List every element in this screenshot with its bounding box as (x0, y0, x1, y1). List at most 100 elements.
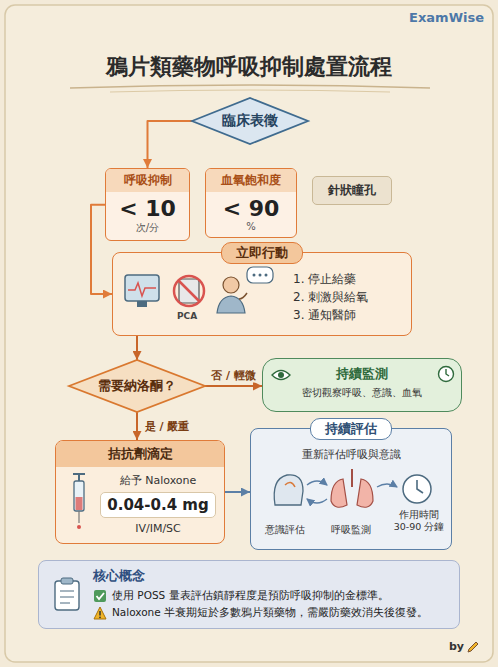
icon-rect (137, 301, 147, 307)
concept-text: 使用 POSS 量表評估鎮靜程度是預防呼吸抑制的金標準。 (112, 588, 389, 603)
concept-text: Naloxone 半衰期短於多數鴉片類藥物，需嚴防藥效消失後復發。 (112, 605, 428, 620)
action-panel: 立即行動PCA1. 停止給藥2. 刺激與給氧3. 通知醫師 (112, 252, 412, 336)
icon-rect (179, 279, 199, 303)
box-body: 給予 Naloxone 0.04-0.4 mg IV/IM/SC (56, 467, 224, 543)
icon-circle (259, 274, 262, 277)
icon-path (274, 475, 303, 505)
box-heading: 拮抗劑滴定 (56, 441, 224, 467)
icon-circle (439, 367, 454, 382)
icon-path (357, 479, 373, 507)
metric-box: 血氧飽和度< 90% (205, 168, 297, 238)
icon-line (178, 280, 200, 302)
icon-circle (223, 277, 239, 293)
decision-diamond: 臨床表徵 (190, 96, 310, 146)
icon-circle (265, 274, 268, 277)
icon-caption: 意識評估 (265, 523, 305, 537)
sign-text: 針狀瞳孔 (315, 182, 389, 199)
panel-heading: 立即行動 (221, 242, 303, 264)
device-label: PCA (177, 311, 197, 321)
icon-caption: 呼吸監測 (331, 523, 371, 537)
page-title: 鴉片類藥物呼吸抑制處置流程 (0, 52, 498, 82)
icon-path (285, 482, 295, 487)
action-step: 2. 刺激與給氧 (293, 288, 368, 306)
icon-path (307, 499, 327, 503)
icon-path (307, 481, 327, 485)
icon-line (60, 603, 70, 604)
box-body: 重新評估呼吸與意識 (251, 447, 451, 462)
box-body: 密切觀察呼吸、意識、血氧 (291, 386, 433, 400)
pen-icon (466, 640, 480, 654)
metric-unit: 次/分 (106, 221, 189, 240)
metric-unit: % (206, 221, 296, 237)
icon-path (272, 371, 290, 380)
edge-label: 否 / 輕微 (209, 368, 258, 383)
flow-connector (205, 385, 262, 387)
syringe-icon (64, 473, 94, 529)
flow-connector (148, 121, 193, 168)
icon-rect (55, 581, 79, 610)
clock-icon (437, 365, 455, 383)
antagonist-box: 拮抗劑滴定給予 Naloxone 0.04-0.4 mg IV/IM/SC (55, 440, 225, 544)
sign-box: 針狀瞳孔 (312, 176, 392, 205)
icon-rect (125, 275, 159, 301)
icon-circle (77, 525, 81, 529)
icon-rect (247, 267, 273, 283)
dose-instruction: 給予 Naloxone (100, 473, 216, 488)
icon-polyline (128, 283, 156, 296)
decision-diamond: 需要納洛酮？ (67, 358, 207, 414)
icon-path (446, 369, 449, 376)
box-heading: 持續監測 (291, 365, 433, 383)
icon-rect (76, 497, 83, 510)
edge-label: 是 / 嚴重 (143, 419, 192, 434)
panel-heading: 核心概念 (93, 567, 449, 585)
concept-panel: 核心概念使用 POSS 量表評估鎮靜程度是預防呼吸抑制的金標準。 Naloxone… (38, 560, 460, 629)
action-step: 1. 停止給藥 (293, 270, 368, 288)
action-list: 1. 停止給藥2. 刺激與給氧3. 通知醫師 (293, 270, 368, 324)
action-icons (113, 253, 283, 337)
concept-row: Naloxone 半衰期短於多數鴉片類藥物，需嚴防藥效消失後復發。 (93, 605, 449, 620)
icon-circle (403, 475, 431, 503)
metric-heading: 呼吸抑制 (106, 169, 189, 192)
icon-circle (253, 274, 256, 277)
flow-connector (225, 491, 250, 493)
icon-path (331, 479, 347, 507)
check-icon (93, 589, 107, 603)
icon-path (377, 484, 397, 487)
icon-path (97, 593, 105, 599)
signature-label: by (449, 640, 464, 653)
icon-line (99, 611, 101, 616)
assessment-box: 持續評估重新評估呼吸與意識意識評估呼吸監測作用時間 30-90 分鐘 (250, 428, 452, 550)
panel-heading: 持續評估 (310, 418, 392, 440)
metric-value: < 90 (206, 196, 296, 221)
monitor-box: 持續監測密切觀察呼吸、意識、血氧 (262, 358, 462, 412)
clipboard-icon (53, 577, 81, 611)
icon-rect (74, 481, 84, 511)
icon-path (94, 607, 106, 619)
icon-line (60, 597, 74, 598)
icon-path (417, 480, 423, 493)
dose-wrap: 0.04-0.4 mg (100, 492, 216, 518)
flow-connector (136, 336, 138, 360)
icon-circle (99, 616, 101, 618)
icon-line (78, 511, 79, 523)
brand-label: ExamWise (409, 10, 484, 25)
icon-rect (94, 590, 106, 602)
icon-path (239, 293, 247, 299)
title-underline (70, 85, 430, 88)
dose-value: 0.04-0.4 mg (100, 492, 215, 518)
icon-caption: 作用時間 30-90 分鐘 (391, 509, 447, 533)
icon-circle (278, 372, 284, 378)
icon-circle (174, 276, 204, 306)
decision-text: 需要納洛酮？ (98, 377, 176, 395)
icon-line (351, 469, 353, 487)
icon-line (60, 591, 74, 592)
flow-connector (136, 412, 138, 440)
icon-rect (61, 578, 73, 584)
diamond-shape (69, 360, 205, 412)
metric-box: 呼吸抑制< 10次/分 (105, 168, 190, 241)
diamond-shape (192, 98, 308, 144)
action-step: 3. 通知醫師 (293, 306, 368, 324)
dose-route: IV/IM/SC (100, 522, 216, 535)
